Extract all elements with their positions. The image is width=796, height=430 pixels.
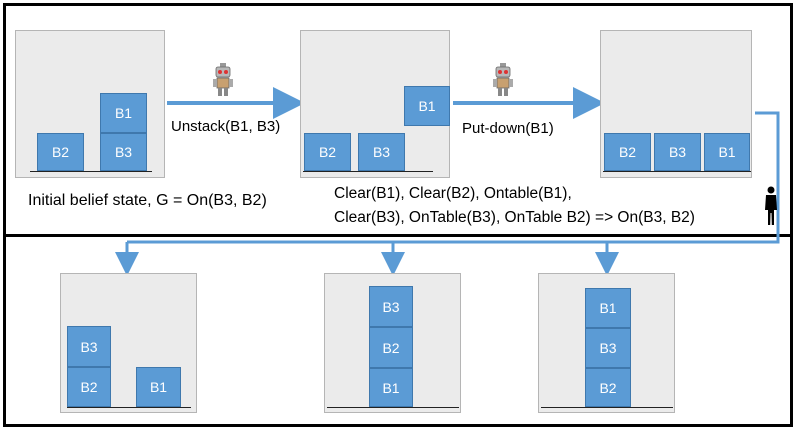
block-b2: B2	[304, 133, 351, 171]
robot-icon	[213, 63, 233, 96]
middle-state-panel: B1 B2 B3	[300, 30, 450, 178]
block-b3: B3	[67, 326, 111, 367]
block-b1: B1	[704, 133, 750, 171]
inference-line-2: Clear(B3), OnTable(B3), OnTable B2) => O…	[334, 209, 695, 226]
table-surface	[303, 171, 433, 172]
candidate-state-a-panel: B3 B2 B1	[60, 273, 197, 413]
table-surface	[30, 171, 152, 172]
initial-state-panel: B2 B1 B3	[15, 30, 165, 178]
block-b1: B1	[369, 368, 413, 407]
block-b3: B3	[654, 133, 701, 171]
candidate-state-b-panel: B3 B2 B1	[324, 273, 461, 413]
table-surface	[67, 407, 191, 408]
block-b1: B1	[100, 93, 147, 133]
robot-icon	[493, 63, 513, 96]
action-putdown-label: Put-down(B1)	[462, 120, 554, 137]
block-b1: B1	[585, 288, 631, 328]
block-b3: B3	[100, 133, 147, 171]
table-surface	[541, 407, 673, 408]
block-b1: B1	[404, 86, 450, 126]
inference-line-1: Clear(B1), Clear(B2), Ontable(B1),	[334, 185, 572, 202]
table-surface	[327, 407, 459, 408]
table-surface	[603, 171, 751, 172]
final-state-panel: B2 B3 B1	[600, 30, 752, 178]
person-silhouette-icon	[765, 186, 777, 225]
block-b2: B2	[369, 327, 413, 368]
block-b2: B2	[67, 367, 111, 407]
block-b3: B3	[369, 286, 413, 327]
block-b1: B1	[136, 367, 181, 407]
block-b2: B2	[37, 133, 84, 171]
block-b2: B2	[585, 368, 631, 407]
block-b3: B3	[358, 133, 405, 171]
initial-belief-caption: Initial belief state, G = On(B3, B2)	[28, 192, 267, 209]
block-b3: B3	[585, 328, 631, 368]
action-unstack-label: Unstack(B1, B3)	[171, 118, 281, 135]
candidate-state-c-panel: B1 B3 B2	[538, 273, 675, 413]
block-b2: B2	[604, 133, 651, 171]
